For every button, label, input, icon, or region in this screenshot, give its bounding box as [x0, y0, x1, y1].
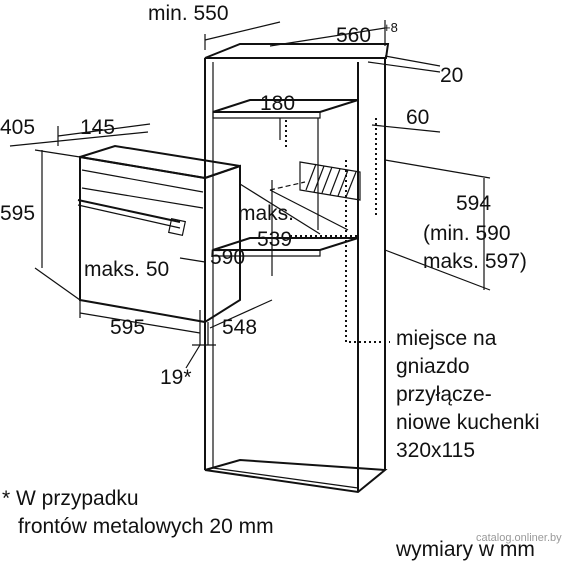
dim-548: 548 [222, 316, 257, 339]
dimension-lines [9, 20, 491, 369]
dim-595-width: 595 [110, 316, 145, 339]
oven-door-top [81, 187, 204, 209]
oven-front [79, 155, 206, 324]
dim-405: 405 [0, 116, 35, 139]
units-note: wymiary w mm [395, 538, 535, 561]
dim-594-min: (min. 590 [423, 222, 511, 245]
cabinet-bottom [204, 458, 388, 494]
dim-maks-label: maks. [238, 202, 294, 225]
dim-20: 20 [440, 64, 463, 87]
footnote-line1: * W przypadku [2, 487, 139, 510]
socket-note-line4: niowe kuchenki [396, 411, 540, 434]
footnote-line2: frontów metalowych 20 mm [18, 515, 274, 538]
dim-60: 60 [406, 106, 429, 129]
socket-note: miejsce na gniazdo przyłącze- niowe kuch… [396, 327, 540, 462]
socket-leader [269, 181, 306, 191]
socket-niche [299, 161, 361, 201]
socket-niche-hatch [305, 163, 357, 198]
oven-side [204, 164, 241, 324]
cabinet-lower-shelf-front [212, 249, 321, 257]
cabinet-upper-shelf-front [212, 111, 321, 119]
dim-560: 560 [336, 24, 371, 47]
oven-handle[interactable] [77, 199, 187, 237]
dim-590: 590 [210, 246, 245, 269]
cabinet-top [204, 43, 390, 59]
dim-180: 180 [260, 92, 295, 115]
socket-note-line5: 320x115 [396, 439, 475, 462]
socket-note-line3: przyłącze- [396, 383, 492, 406]
dim-145: 145 [80, 116, 115, 139]
socket-note-line2: gniazdo [396, 355, 470, 378]
oven-control-strip [81, 169, 204, 193]
socket-note-line1: miejsce na [396, 327, 497, 350]
cabinet-bottom-inner [212, 467, 359, 489]
dim-594-max: maks. 597) [423, 250, 527, 273]
dim-19: 19* [160, 366, 192, 389]
dimension-labels: min. 550 560 +8 20 405 145 595 180 60 59… [0, 2, 527, 389]
dim-594: 594 [456, 192, 491, 215]
footnote: * W przypadku frontów metalowych 20 mm [2, 487, 274, 538]
dim-539: 539 [257, 228, 292, 251]
watermark: catalog.onliner.by [476, 532, 562, 544]
socket-dotted-leader [345, 160, 390, 343]
dim-maks-50: maks. 50 [84, 258, 169, 281]
oven [77, 144, 241, 345]
dim-595-height: 595 [0, 202, 35, 225]
dim-min-550: min. 550 [148, 2, 229, 25]
dim-560-tolerance: +8 [383, 20, 398, 35]
